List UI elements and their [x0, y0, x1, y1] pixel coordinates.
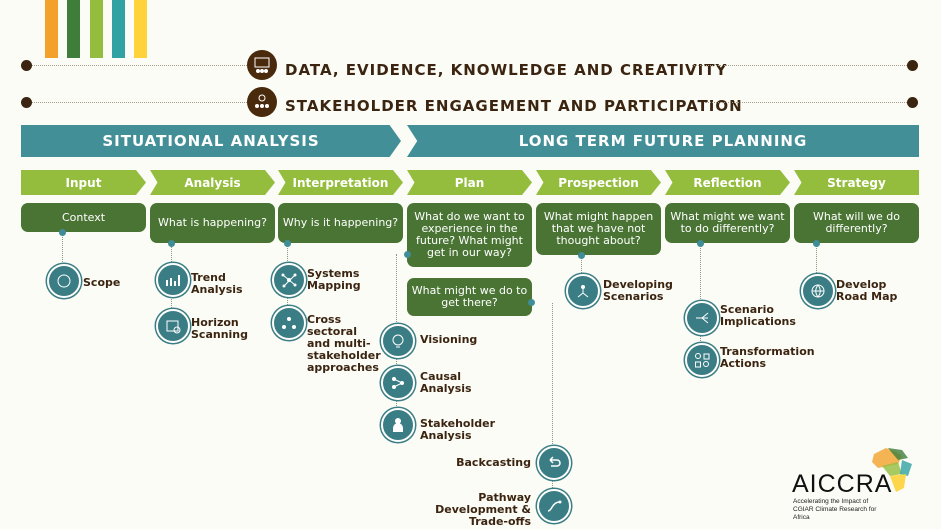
step-prospection: Prospection	[536, 170, 661, 195]
decor-bar-teal	[112, 0, 125, 58]
tool-horizon-scanning: Horizon Scanning	[191, 316, 249, 341]
logo-tagline: Accelerating the Impact of CGIAR Climate…	[793, 498, 877, 521]
timeline-dot	[21, 97, 32, 108]
data-presentation-icon	[247, 50, 277, 80]
tool-systems-mapping: Systems Mapping	[307, 267, 361, 292]
connector	[552, 303, 553, 488]
tool-trend-analysis: Trend Analysis	[191, 271, 243, 296]
connector-pin	[813, 240, 820, 247]
tool-developing-scenarios: Developing Scenarios	[603, 278, 673, 303]
tool-scope: Scope	[83, 276, 121, 289]
tool-develop-road-map: Develop Road Map	[836, 278, 898, 303]
step-analysis: Analysis	[150, 170, 275, 195]
step-interpretation: Interpretation	[278, 170, 403, 195]
phase-situational-analysis: SITUATIONAL ANALYSIS	[21, 125, 401, 157]
step-plan: Plan	[407, 170, 532, 195]
logo-name: AICCRA	[792, 470, 893, 498]
multi-stakeholder-icon	[272, 306, 306, 340]
scenarios-icon	[566, 274, 600, 308]
tool-backcasting: Backcasting	[456, 456, 531, 469]
connector-pin	[59, 229, 66, 236]
causal-analysis-icon	[381, 366, 415, 400]
step-input: Input	[21, 170, 146, 195]
dotted-line	[705, 102, 907, 103]
question-box: What do we want to experience in the fut…	[407, 203, 532, 267]
timeline-dot	[21, 60, 32, 71]
decor-bar-green	[67, 0, 80, 58]
step-strategy: Strategy	[794, 170, 919, 195]
dotted-line	[692, 65, 907, 66]
systems-map-icon	[272, 263, 306, 297]
question-box: What might we want to do differently?	[665, 203, 790, 243]
theme-title: DATA, EVIDENCE, KNOWLEDGE AND CREATIVITY	[285, 61, 728, 79]
question-box: What will we do differently?	[794, 203, 919, 243]
tool-transformation-actions: Transformation Actions	[720, 345, 815, 370]
africa-map-logo-icon	[868, 444, 918, 498]
backcasting-arrow-icon	[537, 446, 571, 480]
connector-pin	[284, 240, 291, 247]
stakeholder-group-icon	[247, 87, 277, 117]
connector-pin	[168, 240, 175, 247]
horizon-scanning-icon	[156, 309, 190, 343]
pathway-icon	[537, 489, 571, 523]
connector-pin	[697, 240, 704, 247]
decor-bar-yellow	[134, 0, 147, 58]
visioning-icon	[381, 324, 415, 358]
road-map-globe-icon	[801, 274, 835, 308]
connector-pin	[404, 251, 411, 258]
timeline-dot	[907, 60, 918, 71]
connector	[581, 255, 582, 273]
theme-title: STAKEHOLDER ENGAGEMENT AND PARTICIPATION	[285, 97, 743, 115]
stakeholder-analysis-icon	[381, 408, 415, 442]
question-box: What might happen that we have not thoug…	[536, 203, 661, 255]
dotted-line	[32, 102, 247, 103]
connector	[700, 243, 701, 343]
question-box: What is happening?	[150, 203, 275, 243]
dotted-line	[32, 65, 247, 66]
question-box: Why is it happening?	[278, 203, 403, 243]
tool-causal-analysis: Causal Analysis	[420, 370, 472, 395]
connector	[62, 232, 63, 262]
question-box: What might we do to get there?	[407, 278, 532, 316]
tool-scenario-implications: Scenario Implications	[720, 303, 796, 328]
connector-pin	[578, 252, 585, 259]
scenario-implications-icon	[685, 301, 719, 335]
decor-bar-lightgreen	[90, 0, 103, 58]
phase-long-term-planning: LONG TERM FUTURE PLANNING	[407, 125, 919, 157]
question-box: Context	[21, 203, 146, 232]
decor-bar-orange	[45, 0, 58, 58]
trend-chart-icon	[156, 263, 190, 297]
transformation-actions-icon	[685, 343, 719, 377]
tool-stakeholder-analysis: Stakeholder Analysis	[420, 417, 496, 442]
step-reflection: Reflection	[665, 170, 790, 195]
timeline-dot	[907, 97, 918, 108]
connector-pin	[528, 299, 535, 306]
tool-visioning: Visioning	[420, 333, 478, 346]
scope-icon	[47, 264, 81, 298]
tool-pathway-development: Pathway Development & Trade-offs	[435, 491, 531, 528]
tool-cross-sectoral: Cross sectoral and multi-stakeholder app…	[307, 313, 381, 374]
connector	[816, 243, 817, 273]
